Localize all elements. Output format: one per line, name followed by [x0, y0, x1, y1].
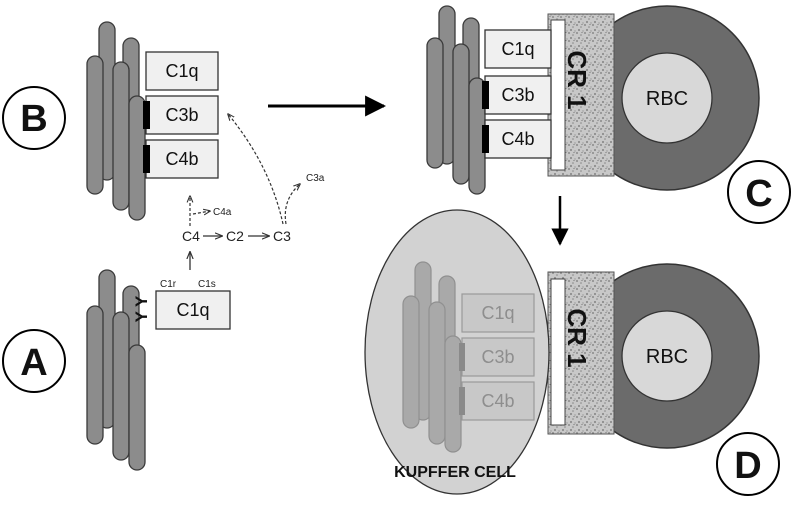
svg-text:C: C	[745, 173, 772, 215]
svg-text:A: A	[20, 342, 47, 384]
svg-text:C4b: C4b	[481, 391, 514, 411]
svg-text:C4b: C4b	[501, 129, 534, 149]
c4b-box: C4b	[143, 139, 219, 179]
c1r-label: C1r	[160, 279, 177, 290]
svg-text:C3b: C3b	[165, 105, 198, 125]
panel-label-c: C	[727, 160, 791, 224]
panel-c-immune-adherence: RBC CR 1 C1q C3b C4b	[426, 5, 791, 224]
svg-text:C1q: C1q	[176, 300, 209, 320]
c3a-label: C3a	[306, 173, 325, 184]
svg-text:C4b: C4b	[165, 149, 198, 169]
c1q-box-faded: C1q	[461, 293, 535, 333]
svg-text:CR 1: CR 1	[562, 50, 592, 109]
svg-text:C3b: C3b	[481, 347, 514, 367]
engulfed-pathogen-cylinders	[402, 261, 462, 453]
panel-d-phagocytosis: RBC CR 1 KUPFFER CELL C1q C3b	[364, 209, 780, 496]
svg-text:D: D	[734, 445, 761, 487]
c3-label: C3	[273, 228, 291, 244]
c4b-box-faded: C4b	[459, 381, 535, 421]
pathogen-cylinders	[426, 5, 486, 195]
rbc-cell: RBC	[574, 263, 760, 449]
c2-label: C2	[226, 228, 244, 244]
rbc-cell: RBC	[574, 5, 760, 191]
cr1-receptor: CR 1	[547, 271, 615, 435]
svg-text:CR 1: CR 1	[562, 308, 592, 367]
c4b-box: C4b	[482, 119, 552, 159]
panel-a-antigen-complex: Y Y C1q C1r C1s A	[2, 269, 231, 471]
panel-b-antigen-complex: C1q C3b C4b B	[2, 21, 219, 221]
svg-text:C1q: C1q	[501, 39, 534, 59]
svg-text:RBC: RBC	[646, 346, 688, 368]
antibody-label: Y Y	[132, 295, 151, 322]
c1q-box: C1q	[484, 29, 552, 69]
svg-text:C1q: C1q	[165, 61, 198, 81]
complement-cascade: C4 C2 C3 C4a C3a	[182, 114, 325, 270]
cr1-receptor: CR 1	[547, 13, 615, 177]
panel-label-a: A	[2, 329, 66, 393]
svg-text:KUPFFER CELL: KUPFFER CELL	[394, 464, 516, 481]
c1q-box: C1q	[155, 290, 231, 330]
panel-label-b: B	[2, 86, 66, 150]
svg-text:C1q: C1q	[481, 303, 514, 323]
pathogen-cylinders	[86, 269, 146, 471]
c4a-label: C4a	[213, 207, 232, 218]
c1s-label: C1s	[198, 279, 216, 290]
c3b-box-faded: C3b	[459, 337, 535, 377]
c4-label: C4	[182, 228, 200, 244]
c3b-box: C3b	[143, 95, 219, 135]
panel-label-d: D	[716, 432, 780, 496]
c3b-box: C3b	[482, 75, 552, 115]
svg-text:C3b: C3b	[501, 85, 534, 105]
svg-text:RBC: RBC	[646, 88, 688, 110]
pathogen-cylinders	[86, 21, 146, 221]
svg-text:B: B	[20, 98, 47, 140]
c1q-box: C1q	[145, 51, 219, 91]
